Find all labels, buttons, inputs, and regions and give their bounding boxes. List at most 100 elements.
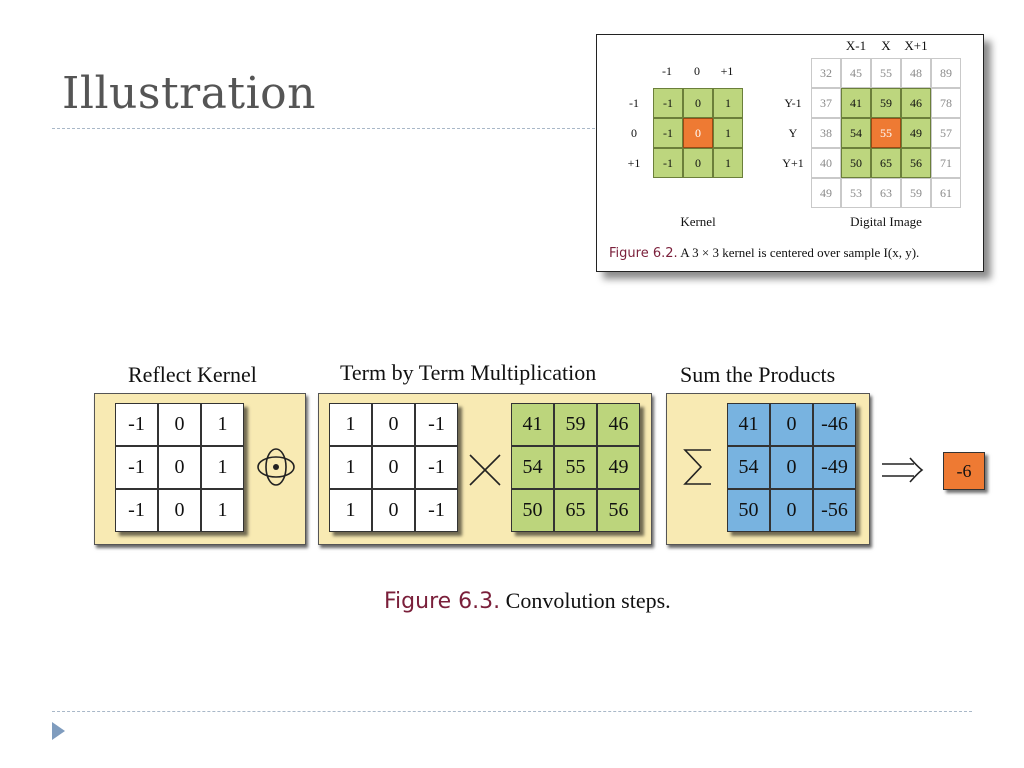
image-cell: 59 [901, 178, 931, 208]
image-neighborhood-cell: 65 [871, 148, 901, 178]
reflected-kernel-cell: 1 [201, 446, 244, 489]
sum-heading: Sum the Products [680, 362, 836, 387]
image-neighborhood-cell: 59 [871, 88, 901, 118]
image-cell: 40 [811, 148, 841, 178]
product-cell: 0 [770, 446, 813, 489]
kernel-cell: -1 [653, 88, 683, 118]
image-cell: 63 [871, 178, 901, 208]
kernel-cell: 0 [683, 148, 713, 178]
kernel-cell: 1 [713, 88, 743, 118]
image-cell: 61 [931, 178, 961, 208]
product-cell: -49 [813, 446, 856, 489]
neighborhood-cell: 46 [597, 403, 640, 446]
neighborhood-cell: 50 [511, 489, 554, 532]
multiply-kernel-cell: -1 [415, 446, 458, 489]
image-neighborhood-cell: 50 [841, 148, 871, 178]
kernel-row-header: -1 [629, 95, 639, 110]
neighborhood-cell: 49 [597, 446, 640, 489]
multiply-kernel-cell: 0 [372, 403, 415, 446]
kernel-cell: 0 [683, 88, 713, 118]
multiply-heading: Term by Term Multiplication [340, 360, 597, 385]
multiply-kernel-cell: -1 [415, 489, 458, 532]
figure-6-2: -1 0 +1 -1 0 +1 -1 0 1 -1 0 1 -1 0 1 Ker… [596, 34, 984, 272]
multiply-kernel-cell: 1 [329, 446, 372, 489]
product-cell: 41 [727, 403, 770, 446]
image-neighborhood-cell: 46 [901, 88, 931, 118]
times-icon [469, 454, 501, 486]
product-cell: -56 [813, 489, 856, 532]
image-col-header: X [881, 38, 891, 53]
image-cell: 45 [841, 58, 871, 88]
product-cell: 50 [727, 489, 770, 532]
kernel-cell: -1 [653, 118, 683, 148]
image-neighborhood-cell: 49 [901, 118, 931, 148]
neighborhood-cell: 41 [511, 403, 554, 446]
image-cell: 48 [901, 58, 931, 88]
kernel-center-cell: 0 [683, 118, 713, 148]
kernel-row-header: +1 [627, 155, 641, 170]
multiply-kernel-cell: 1 [329, 403, 372, 446]
product-cell: 0 [770, 403, 813, 446]
image-cell: 38 [811, 118, 841, 148]
reflected-kernel-cell: 0 [158, 446, 201, 489]
image-center-cell: 55 [871, 118, 901, 148]
image-neighborhood-cell: 56 [901, 148, 931, 178]
reflect-heading: Reflect Kernel [128, 362, 257, 387]
neighborhood-cell: 65 [554, 489, 597, 532]
image-cell: 53 [841, 178, 871, 208]
figure-6-2-caption: Figure 6.2. A 3 × 3 kernel is centered o… [609, 245, 919, 261]
neighborhood-cell: 55 [554, 446, 597, 489]
image-cell: 89 [931, 58, 961, 88]
result-box: -6 [943, 452, 985, 490]
kernel-cell: 1 [713, 118, 743, 148]
sum-panel: 41 0 -46 54 0 -49 50 0 -56 [666, 393, 870, 545]
kernel-title: Kernel [680, 214, 716, 229]
product-cell: 0 [770, 489, 813, 532]
neighborhood-grid: 41 59 46 54 55 49 50 65 56 [511, 403, 640, 532]
kernel-row-header: 0 [631, 125, 637, 140]
image-row-header: Y+1 [782, 155, 804, 170]
image-title: Digital Image [850, 214, 922, 229]
image-col-header: X+1 [904, 38, 928, 53]
image-cell: 71 [931, 148, 961, 178]
multiply-kernel-cell: 0 [372, 446, 415, 489]
products-grid: 41 0 -46 54 0 -49 50 0 -56 [727, 403, 856, 532]
slide-title: Illustration [62, 68, 316, 119]
kernel-col-header: 0 [694, 63, 700, 78]
image-neighborhood-cell: 41 [841, 88, 871, 118]
kernel-cell: 1 [713, 148, 743, 178]
neighborhood-cell: 59 [554, 403, 597, 446]
caption-label: Figure 6.3. [384, 589, 501, 614]
reflected-kernel-cell: -1 [115, 446, 158, 489]
reflected-kernel-cell: 0 [158, 403, 201, 446]
image-cell: 78 [931, 88, 961, 118]
neighborhood-cell: 56 [597, 489, 640, 532]
multiply-kernel-cell: -1 [415, 403, 458, 446]
reflected-kernel-cell: 0 [158, 489, 201, 532]
caption-label: Figure 6.2. [609, 246, 678, 261]
image-col-header: X-1 [845, 38, 867, 53]
image-neighborhood-cell: 54 [841, 118, 871, 148]
caption-text: A 3 × 3 kernel is centered over sample I… [680, 245, 920, 260]
reflect-icon [257, 448, 295, 486]
kernel-col-header: -1 [662, 63, 672, 78]
reflected-kernel-cell: -1 [115, 489, 158, 532]
multiply-kernel-cell: 0 [372, 489, 415, 532]
multiply-kernel-grid: 1 0 -1 1 0 -1 1 0 -1 [329, 403, 458, 532]
neighborhood-cell: 54 [511, 446, 554, 489]
reflect-panel: -1 0 1 -1 0 1 -1 0 1 [94, 393, 306, 545]
multiply-kernel-cell: 1 [329, 489, 372, 532]
figure-6-3-caption: Figure 6.3. Convolution steps. [384, 588, 671, 614]
title-divider [52, 128, 600, 129]
image-row-header: Y-1 [784, 95, 802, 110]
nav-arrow-icon[interactable] [52, 722, 65, 740]
kernel-col-header: +1 [720, 63, 734, 78]
reflected-kernel-cell: 1 [201, 403, 244, 446]
footer-divider [52, 711, 972, 712]
reflected-kernel-cell: 1 [201, 489, 244, 532]
multiply-panel: 1 0 -1 1 0 -1 1 0 -1 41 59 46 54 55 49 5… [318, 393, 652, 545]
image-cell: 37 [811, 88, 841, 118]
image-row-header: Y [788, 125, 798, 140]
implies-arrow-icon [882, 457, 924, 483]
reflected-kernel-cell: -1 [115, 403, 158, 446]
